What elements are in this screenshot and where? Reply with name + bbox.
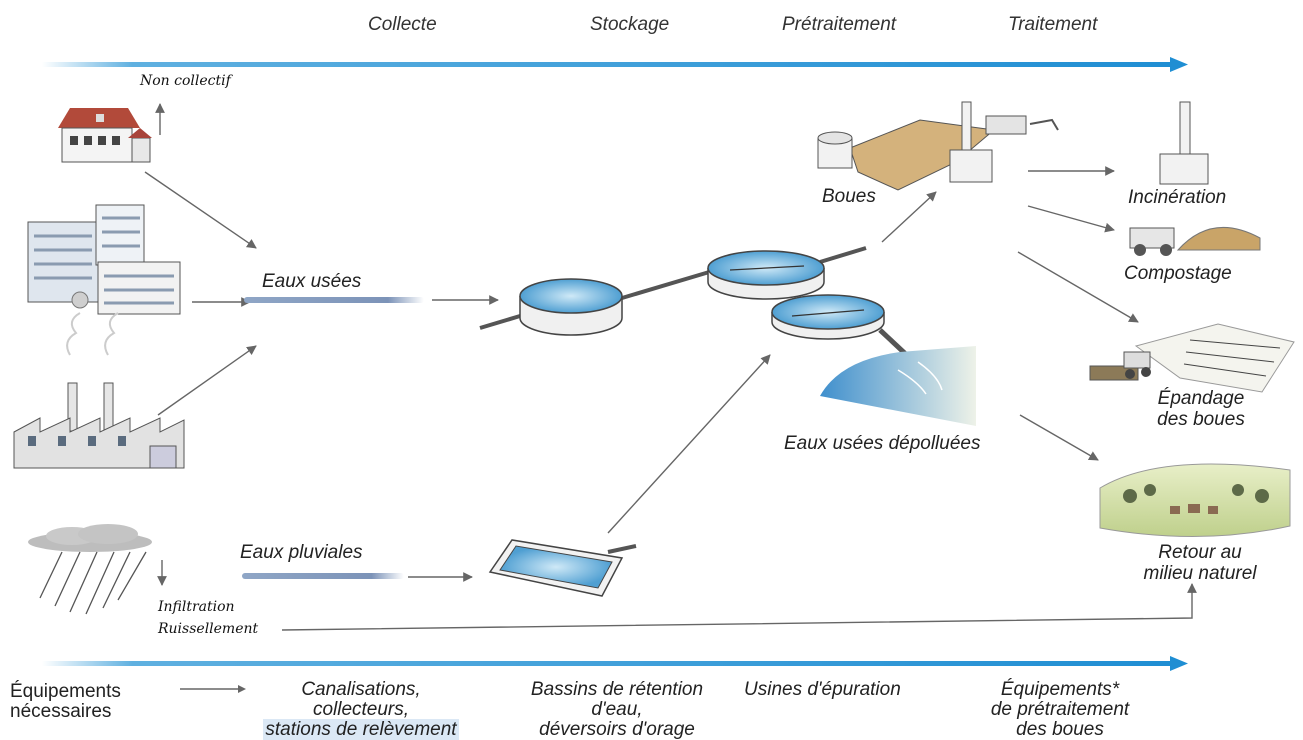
label-eaux-pluviales: Eaux pluviales [240,542,363,563]
label-non-collectif: Non collectif [140,73,231,89]
equipment-canalisations: Canalisations, collecteurs, stations de … [226,680,496,740]
equipment-arrow [180,685,246,693]
label-epandage-line2: des boues [1157,409,1245,430]
retention-basin [488,539,637,597]
label-incineration: Incinération [1128,187,1227,208]
treatment-basins [479,246,914,362]
stage-heading-pretraitement: Prétraitement [782,14,897,35]
label-retour-milieu: Retour au milieu naturel [1110,542,1290,584]
label-eaux-usees: Eaux usées [262,271,362,292]
equipment-pretraitement-line3: des boues [1016,719,1104,740]
stormwater-pipe [242,573,404,579]
equipment-heading-line2: nécessaires [10,701,112,722]
house-icon [58,108,152,163]
wastewater-pipe [244,297,424,303]
label-eaux-usees-depolluees: Eaux usées dépolluées [784,433,981,454]
compost-pile-icon [1129,226,1261,256]
stage-heading-traitement: Traitement [1008,14,1098,35]
stage-heading-collecte: Collecte [368,14,437,35]
flow-arrows [144,166,1197,631]
equipment-usines: Usines d'épuration [744,679,901,700]
equipment-pretraitement: Équipements* de prétraitement des boues [954,680,1166,740]
incineration-plant-icon [1159,101,1209,185]
equipment-heading: Équipements nécessaires [10,682,121,722]
sludge-treatment-plant [817,101,1059,191]
equipment-bassins-line2: d'eau, [591,699,643,720]
stage-heading-stockage: Stockage [590,14,670,35]
equipment-canalisations-line1: Canalisations, [301,679,421,700]
label-compostage: Compostage [1124,263,1232,284]
label-epandage-line1: Épandage [1157,388,1245,409]
label-ruissellement: Ruissellement [158,621,259,637]
sludge-spreading-icon [1089,323,1295,393]
equipment-bassins: Bassins de rétention d'eau, déversoirs d… [494,680,740,740]
label-infiltration: Infiltration [158,599,235,615]
label-boues: Boues [822,186,876,207]
label-retour-line2: milieu naturel [1143,563,1257,584]
equipment-canalisations-line3: stations de relèvement [263,719,459,740]
label-epandage: Épandage des boues [1136,388,1266,430]
top-timeline-arrow [42,57,1188,72]
equipment-heading-line1: Équipements [10,681,121,702]
equipment-pretraitement-line1: Équipements* [1000,679,1120,700]
equipment-bassins-line3: déversoirs d'orage [539,719,695,740]
factory-icon [13,312,185,469]
bottom-timeline-arrow [42,656,1188,671]
equipment-pretraitement-line2: de prétraitement [990,699,1130,720]
apartment-buildings-icon [27,204,181,315]
equipment-canalisations-line2: collecteurs, [312,699,410,720]
label-retour-line1: Retour au [1158,542,1242,563]
rain-cloud-icon [28,524,152,615]
natural-environment-icon [1099,463,1291,537]
treated-water-discharge [820,346,976,426]
equipment-bassins-line1: Bassins de rétention [530,679,704,700]
